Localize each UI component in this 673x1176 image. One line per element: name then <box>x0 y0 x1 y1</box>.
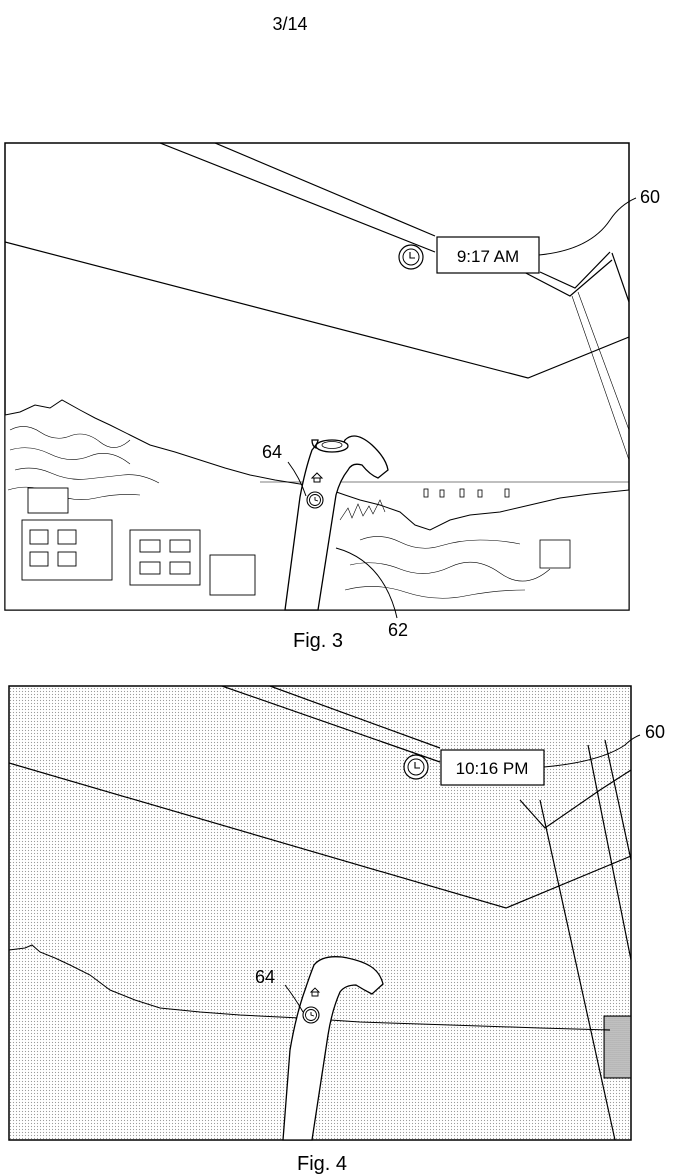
time-display-box <box>440 749 545 786</box>
figure-4: 10:16 PM 60 64 Fig. 4 <box>8 685 665 1175</box>
home-icon <box>310 472 324 483</box>
figure-4-frame <box>8 685 632 1141</box>
time-display-box <box>436 236 540 274</box>
sheet-number: 3/14 <box>272 14 307 34</box>
time-display-text: 9:17 AM <box>457 247 519 266</box>
controller <box>282 956 384 1141</box>
floating-clock-icon <box>403 754 429 780</box>
clock-icon <box>302 1006 320 1024</box>
controller <box>284 435 389 611</box>
ref-60-fig3: 60 <box>640 187 660 207</box>
clock-icon <box>306 491 324 509</box>
home-icon <box>309 987 321 997</box>
floating-clock-icon <box>398 244 424 270</box>
figure-3-caption: Fig. 3 <box>293 630 343 652</box>
figure-4-caption: Fig. 4 <box>297 1153 347 1175</box>
ref-60-fig4: 60 <box>645 722 665 742</box>
figure-3: 9:17 AM 60 64 62 Fig. 3 <box>4 142 660 652</box>
ref-62-fig3: 62 <box>388 620 408 640</box>
ref-64-fig4: 64 <box>255 967 275 987</box>
time-display-text: 10:16 PM <box>456 759 529 778</box>
ref-64-fig3: 64 <box>262 442 282 462</box>
